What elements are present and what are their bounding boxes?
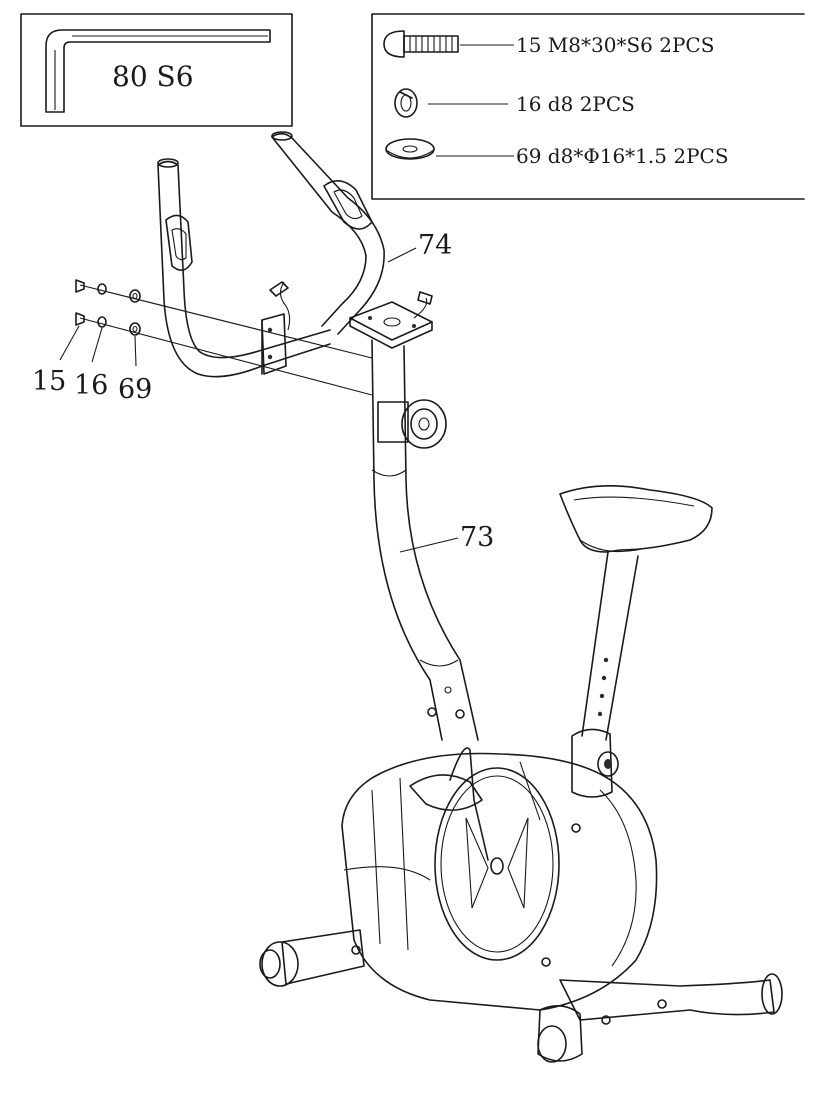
allen-key-box: 80 S6 [20, 13, 293, 127]
callout-flat-washer: 69 [118, 374, 152, 405]
callout-post: 73 [460, 522, 494, 553]
callout-handlebar: 74 [418, 230, 452, 261]
flywheel-icon [434, 767, 560, 961]
exploded-fasteners [59, 279, 141, 367]
handlebar-assembly [157, 131, 385, 378]
seat-knob-icon [597, 751, 619, 777]
callout-spring-washer: 16 [74, 370, 108, 401]
tension-knob-icon [377, 399, 447, 449]
spring-washer-icon [394, 88, 418, 118]
tool-label: 80 S6 [112, 60, 194, 93]
main-frame-housing [341, 747, 658, 1011]
rear-stabilizer [537, 973, 783, 1063]
front-stabilizer [259, 929, 365, 987]
upright-post [371, 339, 479, 741]
pedal-icon [409, 747, 581, 967]
bolt-icon [383, 30, 459, 58]
hardware-legend-box: 15 M8*30*S6 2PCS 16 d8 2PCS 69 d8*Φ16*1.… [371, 13, 805, 200]
fastener-guide-lines [79, 284, 373, 396]
hardware-item-bolt: 15 M8*30*S6 2PCS [516, 33, 714, 57]
callout-bolt: 15 [32, 366, 66, 397]
flat-washer-icon [385, 138, 435, 160]
console-mount-plate [349, 291, 433, 349]
hardware-item-spring-washer: 16 d8 2PCS [516, 92, 635, 116]
seat-assembly [559, 485, 713, 798]
allen-key-icon [45, 29, 271, 113]
hardware-item-flat-washer: 69 d8*Φ16*1.5 2PCS [516, 144, 729, 168]
